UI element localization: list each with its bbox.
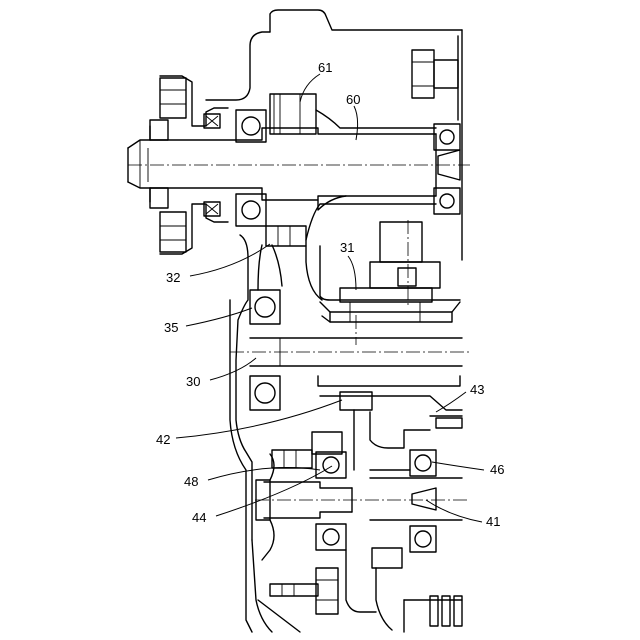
leader-30 [210,358,256,380]
leader-46 [432,462,484,470]
leader-lines [176,74,484,522]
leader-41 [426,500,482,522]
bearings-35 [250,290,280,410]
housing-outline [206,10,462,632]
shaft-60 [128,128,460,200]
label-61: 61 [318,60,332,75]
leader-31 [348,256,356,290]
label-44: 44 [192,510,206,525]
reference-labels: 61 60 31 32 35 30 43 42 46 48 44 41 [156,60,504,529]
label-42: 42 [156,432,170,447]
gear-61 [270,94,436,210]
bearings-46 [370,450,462,552]
bolt-top-right [412,50,458,98]
lower-gear-stack [258,548,462,632]
leader-43 [436,392,466,412]
label-32: 32 [166,270,180,285]
gear-31 [320,222,460,322]
label-46: 46 [490,462,504,477]
label-31: 31 [340,240,354,255]
label-35: 35 [164,320,178,335]
label-41: 41 [486,514,500,529]
leader-60 [354,106,358,140]
label-60: 60 [346,92,360,107]
leader-48 [208,468,320,480]
gear-42 [318,376,462,470]
label-48: 48 [184,474,198,489]
leader-61 [300,74,320,102]
gear-32-region [266,204,460,300]
label-30: 30 [186,374,200,389]
label-43: 43 [470,382,484,397]
